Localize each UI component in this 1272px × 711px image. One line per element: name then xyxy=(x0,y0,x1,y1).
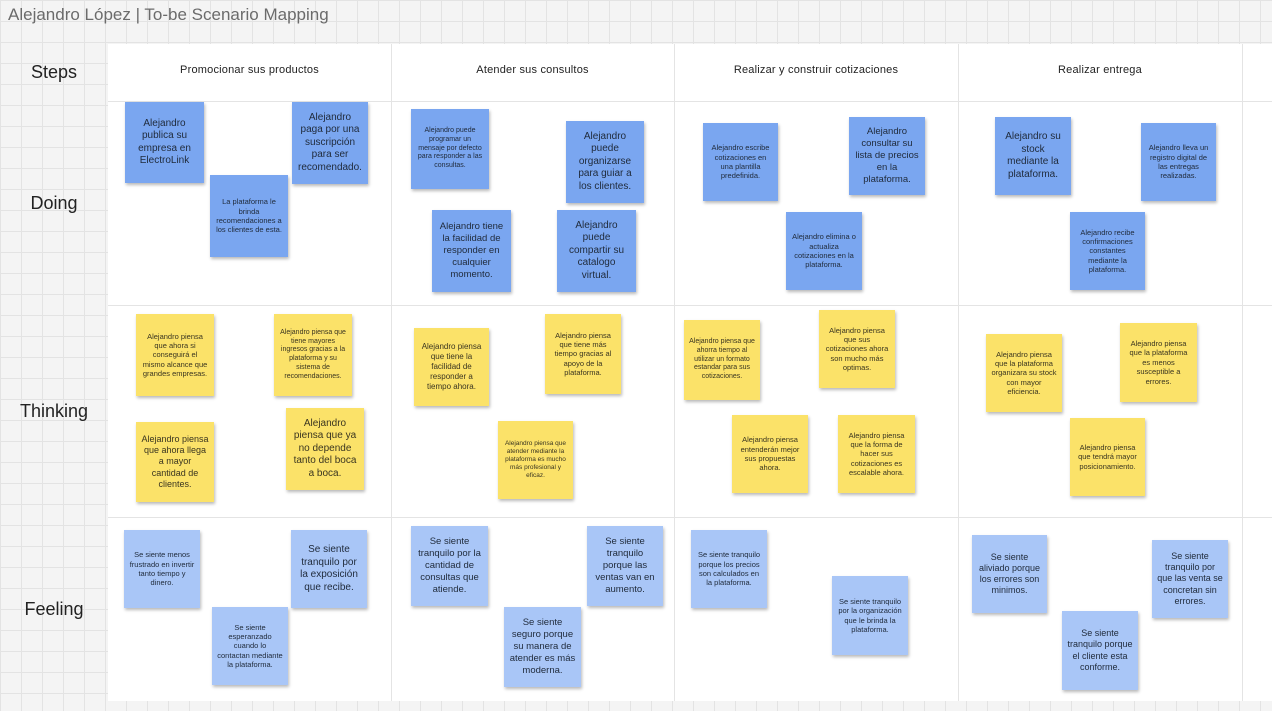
sticky-note-feeling[interactable]: Se siente tranquilo porque el cliente es… xyxy=(1062,611,1138,690)
sticky-note-feeling[interactable]: Se siente tranquilo porque las ventas va… xyxy=(587,526,663,606)
sticky-note-doing[interactable]: Alejandro puede organizarse para guiar a… xyxy=(566,121,644,203)
row-label-doing: Doing xyxy=(30,193,78,213)
column-divider xyxy=(674,44,675,701)
sticky-note-doing[interactable]: Alejandro lleva un registro digital de l… xyxy=(1141,123,1216,201)
row-label-feeling: Feeling xyxy=(24,599,84,619)
sticky-note-thinking[interactable]: Alejandro piensa que tiene la facilidad … xyxy=(414,328,489,406)
sticky-note-feeling[interactable]: Se siente menos frustrado en invertir ta… xyxy=(124,530,200,608)
column-header-cotizaciones: Realizar y construir cotizaciones xyxy=(733,64,899,76)
sticky-note-doing[interactable]: Alejandro consultar su lista de precios … xyxy=(849,117,925,195)
sticky-note-doing[interactable]: Alejandro puede programar un mensaje por… xyxy=(411,109,489,189)
sticky-note-doing[interactable]: Alejandro su stock mediante la plataform… xyxy=(995,117,1071,195)
sticky-note-feeling[interactable]: Se siente tranquilo por la cantidad de c… xyxy=(411,526,488,606)
scenario-board: Promocionar sus productos Atender sus co… xyxy=(108,44,1272,701)
board-title: Alejandro López | To-be Scenario Mapping xyxy=(8,5,329,24)
column-divider xyxy=(958,44,959,701)
column-header-entrega: Realizar entrega xyxy=(1058,64,1142,76)
column-header-atender: Atender sus consultos xyxy=(476,64,589,76)
sticky-note-feeling[interactable]: Se siente tranquilo por la organización … xyxy=(832,576,908,655)
sticky-note-feeling[interactable]: Se siente aliviado porque los errores so… xyxy=(972,535,1047,613)
row-divider xyxy=(108,517,1272,518)
sticky-note-feeling[interactable]: Se siente seguro porque su manera de ate… xyxy=(504,607,581,687)
sticky-note-doing[interactable]: Alejandro elimina o actualiza cotizacion… xyxy=(786,212,862,290)
sticky-note-doing[interactable]: Alejandro tiene la facilidad de responde… xyxy=(432,210,511,292)
row-label-thinking: Thinking xyxy=(19,401,89,421)
sticky-note-thinking[interactable]: Alejandro piensa que ahora llega a mayor… xyxy=(136,422,214,502)
sticky-note-thinking[interactable]: Alejandro piensa que ahorra tiempo al ut… xyxy=(684,320,760,400)
sticky-note-doing[interactable]: Alejandro paga por una suscripción para … xyxy=(292,102,368,184)
sticky-note-feeling[interactable]: Se siente tranquilo por la exposición qu… xyxy=(291,530,367,608)
sticky-note-doing[interactable]: Alejandro recibe confirmaciones constant… xyxy=(1070,212,1145,290)
sticky-note-thinking[interactable]: Alejandro piensa que la plataforma organ… xyxy=(986,334,1062,412)
column-divider xyxy=(1242,44,1243,701)
sticky-note-feeling[interactable]: Se siente tranquilo por que las venta se… xyxy=(1152,540,1228,618)
sticky-note-thinking[interactable]: Alejandro piensa que sus cotizaciones ah… xyxy=(819,310,895,388)
row-divider xyxy=(108,305,1272,306)
sticky-note-thinking[interactable]: Alejandro piensa que ya no depende tanto… xyxy=(286,408,364,490)
sticky-note-thinking[interactable]: Alejandro piensa que la forma de hacer s… xyxy=(838,415,915,493)
sticky-note-feeling[interactable]: Se siente esperanzado cuando lo contacta… xyxy=(212,607,288,685)
column-header-promocionar: Promocionar sus productos xyxy=(180,64,319,76)
sticky-note-feeling[interactable]: Se siente tranquilo porque los precios s… xyxy=(691,530,767,608)
sticky-note-thinking[interactable]: Alejandro piensa que la plataforma es me… xyxy=(1120,323,1197,402)
sticky-note-doing[interactable]: Alejandro publica su empresa en ElectroL… xyxy=(125,102,204,183)
sticky-note-thinking[interactable]: Alejandro piensa que atender mediante la… xyxy=(498,421,573,499)
sticky-note-thinking[interactable]: Alejandro piensa entenderán mejor sus pr… xyxy=(732,415,808,493)
row-divider xyxy=(108,101,1272,102)
sticky-note-thinking[interactable]: Alejandro piensa que tiene más tiempo gr… xyxy=(545,314,621,394)
row-label-steps: Steps xyxy=(30,62,78,82)
sticky-note-thinking[interactable]: Alejandro piensa que tendrá mayor posici… xyxy=(1070,418,1145,496)
column-divider xyxy=(391,44,392,701)
sticky-note-doing[interactable]: Alejandro escribe cotizaciones en una pl… xyxy=(703,123,778,201)
sticky-note-thinking[interactable]: Alejandro piensa que tiene mayores ingre… xyxy=(274,314,352,396)
sticky-note-doing[interactable]: La plataforma le brinda recomendaciones … xyxy=(210,175,288,257)
sticky-note-thinking[interactable]: Alejandro piensa que ahora si conseguirá… xyxy=(136,314,214,396)
sticky-note-doing[interactable]: Alejandro puede compartir su catalogo vi… xyxy=(557,210,636,292)
